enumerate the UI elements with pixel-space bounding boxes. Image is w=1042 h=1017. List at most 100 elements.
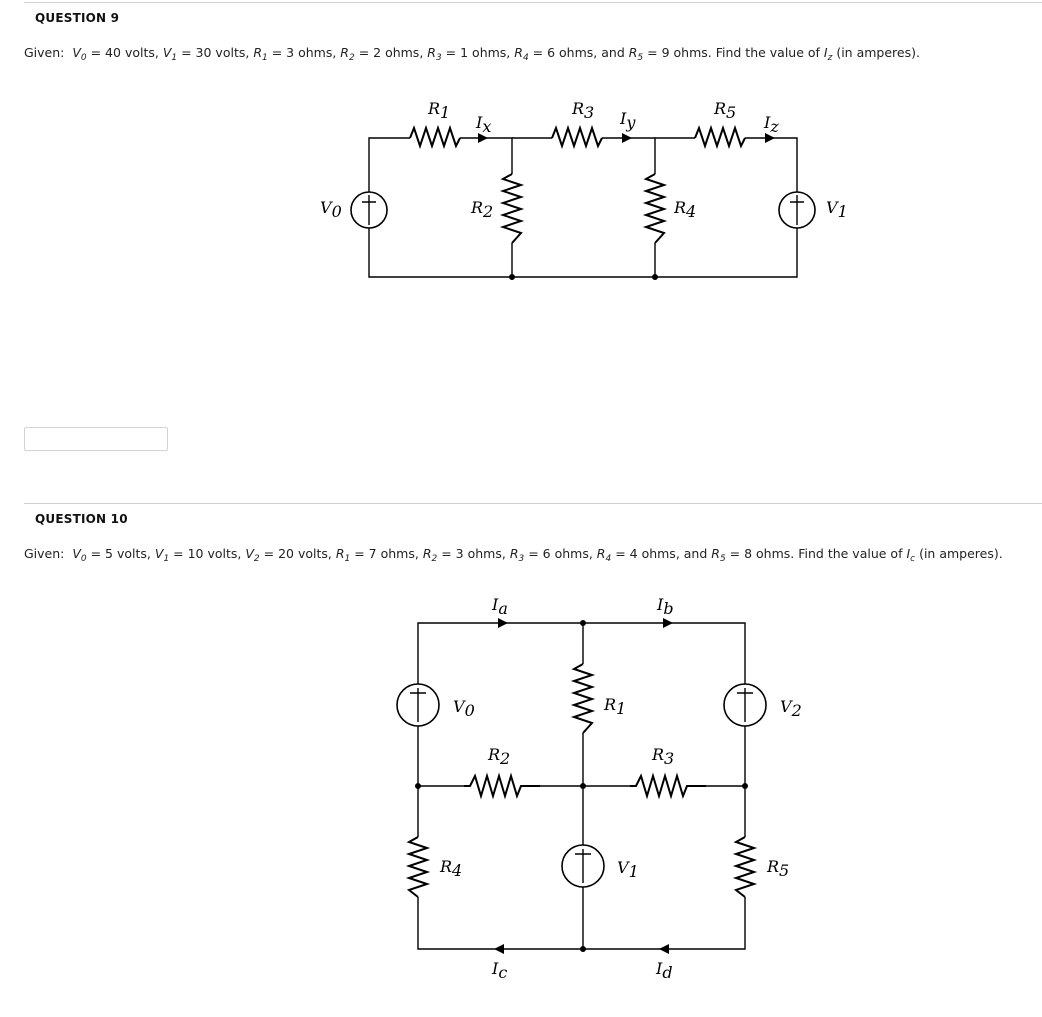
q10-var-subscript: 4 [605,554,612,564]
q9-var-symbol: R [340,45,349,60]
q10-var-symbol: R [596,546,606,561]
q9-label-v1: V1 [826,198,848,221]
q9-var-symbol: V [162,45,172,60]
q9-label-r3: R3 [571,99,594,122]
q9-var-symbol: V [72,45,81,60]
q9-var-value: = 40 volts, [86,45,163,60]
q10-var-value: = 4 ohms, and [611,546,712,561]
q10-label-r2: R2 [487,745,510,768]
q9-var-value: = 6 ohms, and [528,45,629,60]
q9-label-r5: R5 [713,99,736,122]
q9-resistor-r5 [694,124,746,150]
q10-resistor-r4 [405,836,431,898]
q9-var-symbol: R [628,45,638,60]
q9-arrow-iz [765,133,775,143]
q10-junction-dot [580,620,586,626]
q9-var-symbol: I [823,45,828,60]
q9-label-ix: Ix [475,113,491,136]
q10-arrow-id [659,944,669,954]
q9-var-subscript: 4 [522,53,529,63]
q10-var-symbol: R [422,546,432,561]
q9-var-value: = 1 ohms, [441,45,515,60]
q10-label-id: Id [655,959,673,982]
q9-var-subscript: 5 [637,53,644,63]
q9-var-value: = 2 ohms, [354,45,428,60]
q9-label-r1: R1 [427,99,450,122]
q10-arrow-ia [498,618,508,628]
q10-var-symbol: R [335,546,345,561]
q10-given-text: Given: V0 = 5 volts, V1 = 10 volts, V2 =… [24,546,1003,564]
q9-arrow-iy [622,133,632,143]
q9-wire [368,137,410,193]
q9-var-subscript: 2 [348,53,355,63]
q10-var-value: = 6 ohms, [524,546,597,561]
q9-var-symbol: R [427,45,436,60]
q10-var-value: = 3 ohms, [437,546,510,561]
q9-label-r2: R2 [470,198,493,221]
q9-resistor-r4 [642,173,668,244]
q9-label-v0: V0 [320,198,342,221]
q10-top-divider [24,503,1042,504]
q9-var-subscript: 1 [262,53,268,63]
q9-answer-input[interactable] [24,427,168,451]
q9-var-symbol: R [514,45,523,60]
q10-var-subscript: 1 [344,554,351,564]
q10-var-symbol: V [245,546,254,561]
q10-junction-dot [415,783,421,789]
q10-var-value: (in amperes). [915,546,1003,561]
q10-source-v2 [723,683,767,727]
q9-arrow-ix [478,133,488,143]
q10-label-ib: Ib [656,595,674,618]
q10-var-value: = 5 volts, [86,546,155,561]
q10-var-value: = 20 volts, [259,546,336,561]
q9-given-text: Given: V0 = 40 volts, V1 = 30 volts, R1 … [24,45,920,63]
q9-var-subscript: 0 [80,53,87,63]
q9-resistor-r2 [499,173,525,244]
q10-var-symbol: R [711,546,720,561]
q9-label-iz: Iz [763,113,779,136]
q9-var-subscript: z [827,53,833,63]
q10-var-value: = 8 ohms. Find the value of [725,546,907,561]
q10-var-subscript: 2 [253,554,260,564]
q10-resistor-r5 [732,836,758,898]
q10-arrow-ib [663,618,673,628]
q9-junction-dot [509,274,515,280]
q10-var-symbol: V [72,546,81,561]
q10-resistor-r2 [464,772,540,800]
q9-circuit-diagram: R1 Ix R3 Iy R5 Iz R2 R4 V0 V1 [320,99,848,280]
q10-var-symbol: R [509,546,519,561]
q10-heading: QUESTION 10 [35,512,128,526]
q10-var-subscript: 0 [80,554,87,564]
q9-var-value: = 3 ohms, [267,45,341,60]
q10-source-v1 [561,844,605,888]
q9-wire [368,227,798,278]
q9-var-value: = 30 volts, [177,45,254,60]
q9-var-symbol: R [253,45,262,60]
q9-var-value: (in amperes). [832,45,920,60]
q10-var-symbol: V [154,546,164,561]
q10-var-subscript: 3 [518,554,525,564]
q10-label-v2: V2 [780,697,802,720]
q10-var-subscript: 2 [431,554,438,564]
q9-label-r4: R4 [673,198,696,221]
q10-label-v1: V1 [617,858,639,881]
q9-var-value: = 9 ohms. Find the value of [643,45,824,60]
q10-junction-dot [742,783,748,789]
q10-label-ic: Ic [491,959,507,982]
q10-wire-bottom [417,897,746,950]
q10-var-subscript: 5 [719,554,726,564]
q10-junction-dot [580,783,586,789]
q10-label-r4: R4 [439,857,462,880]
q9-resistor-r3 [551,124,603,150]
q9-source-v1 [778,191,816,229]
q10-var-symbol: I [906,546,911,561]
q9-given-label: Given: [24,45,65,60]
q10-label-ia: Ia [491,595,508,618]
q10-label-r3: R3 [651,745,674,768]
q9-top-divider [24,2,1042,3]
q9-source-v0 [350,191,388,229]
q10-var-subscript: 1 [163,554,170,564]
q9-var-subscript: 3 [435,53,442,63]
q9-label-iy: Iy [619,109,636,132]
q9-wire [765,137,798,193]
